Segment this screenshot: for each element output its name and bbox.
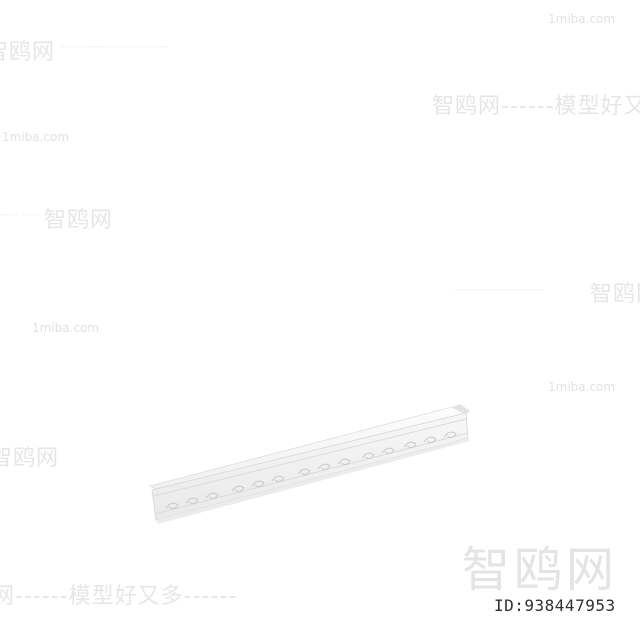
cn-watermark: 智鸥网 <box>590 282 640 307</box>
dash-watermark: ———————————— <box>60 42 168 52</box>
site-watermark: 1miba.com <box>2 130 70 144</box>
model-id-label: ID:938447953 <box>494 596 616 615</box>
dash-watermark: —— —— <box>0 210 39 220</box>
brand-logo: 智鸥网 <box>462 542 619 598</box>
molding-front-face <box>151 412 469 521</box>
cn-bottom-watermark: 网------模型好又多------ <box>0 584 238 609</box>
cn-watermark: 智鸥网 <box>0 40 56 65</box>
site-watermark: 1miba.com <box>548 380 616 394</box>
cn-long-watermark: 智鸥网------模型好又多 <box>432 94 640 119</box>
site-watermark: 1miba.com <box>548 12 616 26</box>
molding-ornament <box>165 431 457 510</box>
cn-watermark: 智鸥网 <box>44 208 114 233</box>
dash-watermark: —————————— <box>454 285 544 295</box>
cn-watermark: 智鸥网 <box>0 446 60 471</box>
site-watermark: 1miba.com <box>32 321 100 335</box>
